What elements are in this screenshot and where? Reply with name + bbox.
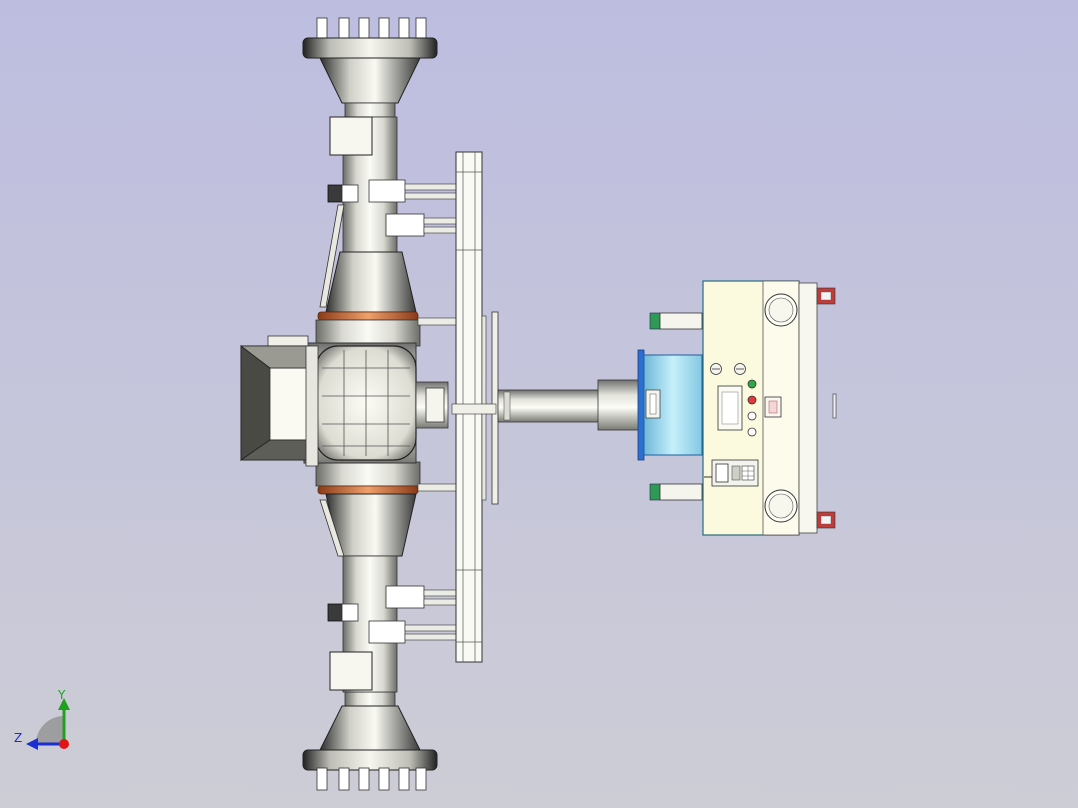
drive-motor-block <box>239 335 319 467</box>
z-axis-label: Z <box>14 731 22 745</box>
y-axis-label: Y <box>57 688 66 702</box>
lower-actuators <box>368 483 461 644</box>
green-indicator-light[interactable] <box>747 379 757 389</box>
view-orientation-triad[interactable]: Y Z <box>14 688 70 750</box>
indicator-lights[interactable] <box>747 379 757 437</box>
y-axis-arrowhead <box>58 698 70 710</box>
lower-axle-tube <box>315 461 421 693</box>
differential-housing <box>303 342 449 464</box>
panel-display-screen <box>721 391 739 425</box>
red-indicator-light[interactable] <box>747 395 757 405</box>
bottom-wheel-flange <box>302 691 438 791</box>
vertical-frame-bar <box>451 151 499 663</box>
panel-knobs[interactable] <box>710 363 746 375</box>
top-wheel-flange <box>302 17 438 118</box>
control-box-clamps <box>649 312 703 501</box>
white-indicator-light-2[interactable] <box>747 427 757 437</box>
drive-shaft <box>497 379 643 431</box>
coupling-cover <box>637 349 703 461</box>
red-side-clamps <box>816 287 836 529</box>
x-axis-dot <box>59 739 69 749</box>
z-axis-arrowhead <box>26 738 38 750</box>
handheld-pendant[interactable] <box>704 459 759 487</box>
white-indicator-light[interactable] <box>747 411 757 421</box>
